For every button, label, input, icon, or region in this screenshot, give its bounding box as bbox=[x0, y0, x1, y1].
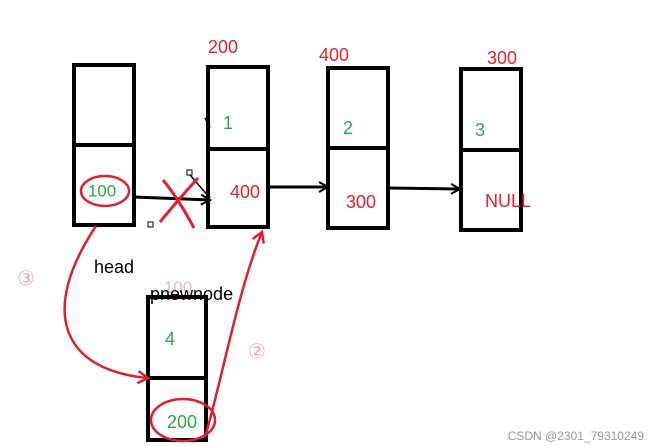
node-200-next: 400 bbox=[230, 182, 260, 202]
node-head-next: 100 bbox=[88, 181, 116, 200]
node-300-data: 3 bbox=[475, 120, 485, 140]
node-400-next: 300 bbox=[346, 192, 376, 212]
node-200-data: 1 bbox=[223, 113, 233, 133]
node-new-data: 4 bbox=[165, 329, 175, 349]
arrow-head-to-200 bbox=[133, 197, 210, 200]
node-400: 400 2 300 bbox=[319, 45, 390, 230]
selection-handles bbox=[147, 117, 211, 228]
node-300-next-cell bbox=[459, 148, 523, 232]
node-300-address: 300 bbox=[487, 48, 517, 68]
node-head: 100 bbox=[72, 63, 136, 227]
head-label: head bbox=[94, 257, 134, 277]
node-400-address: 400 bbox=[319, 45, 349, 65]
node-new: 100 4 200 bbox=[146, 278, 217, 443]
step-2-marker: ② bbox=[248, 341, 266, 363]
node-head-next-cell bbox=[72, 143, 136, 227]
node-400-data: 2 bbox=[343, 118, 353, 138]
node-head-data-cell bbox=[72, 63, 136, 147]
node-300-next: NULL bbox=[485, 191, 531, 211]
circle-mark-new-next bbox=[149, 397, 217, 443]
step-3-marker: ③ bbox=[17, 268, 35, 290]
node-200-data-cell bbox=[206, 65, 270, 151]
node-200-address: 200 bbox=[208, 37, 238, 57]
node-new-data-cell bbox=[146, 295, 208, 380]
node-300-data-cell bbox=[459, 67, 523, 152]
node-400-next-cell bbox=[326, 146, 390, 230]
pnewnode-label: pnewnode bbox=[150, 284, 233, 304]
watermark: CSDN @2301_79310249 bbox=[508, 429, 645, 443]
node-300: 300 3 NULL bbox=[459, 48, 531, 232]
curve-arrow-step-3 bbox=[63, 225, 148, 378]
arrow-400-to-300 bbox=[387, 188, 460, 189]
node-200: 200 1 400 bbox=[206, 37, 270, 229]
node-new-address: 100 bbox=[164, 278, 192, 297]
node-new-next: 200 bbox=[167, 412, 197, 432]
cross-mark bbox=[158, 176, 200, 229]
circle-mark-head-next bbox=[79, 174, 131, 208]
node-400-data-cell bbox=[326, 66, 390, 150]
curve-arrow-step-2 bbox=[203, 232, 262, 438]
